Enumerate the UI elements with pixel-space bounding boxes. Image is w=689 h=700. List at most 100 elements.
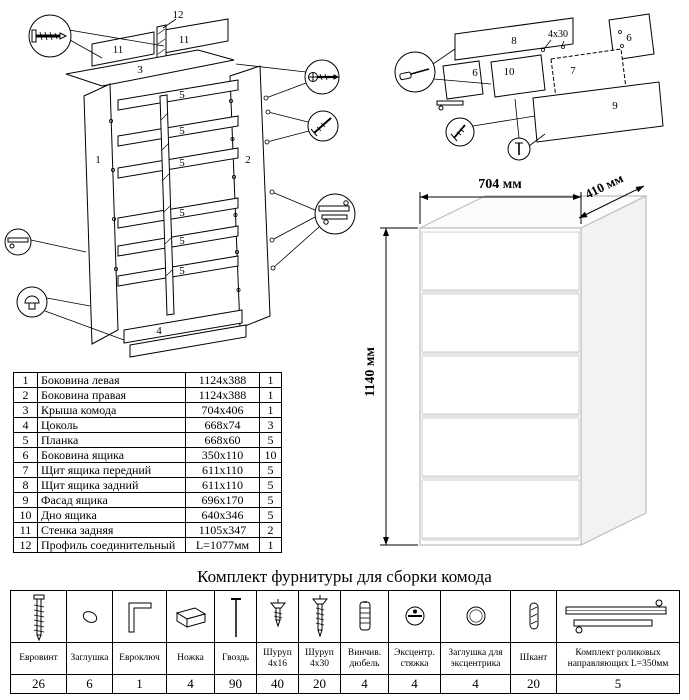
part-qty: 5	[259, 462, 282, 478]
hardware-qty: 20	[510, 674, 557, 694]
top-panel	[65, 49, 235, 87]
part-name: Щит ящика передний	[37, 462, 186, 478]
screw-in-dowel-icon	[359, 600, 370, 630]
part-label: 5	[179, 125, 185, 137]
hardware-icon-cell	[112, 590, 167, 643]
cam-cap-icon	[466, 606, 485, 625]
part-number: 3	[13, 402, 38, 418]
hardware-name: Шуруп 4x30	[298, 642, 341, 675]
cap-icon	[24, 295, 40, 310]
hardware-icon-cell	[66, 590, 113, 643]
part-name: Профиль соединительный	[37, 537, 186, 553]
drawer-slide-icon-small	[7, 237, 29, 249]
screw-icon-small	[515, 142, 523, 155]
part-label: 12	[173, 9, 184, 21]
part-size: 1124x388	[185, 387, 260, 403]
nail-icon	[230, 597, 241, 637]
hardware-name: Винчив. дюбель	[340, 642, 389, 675]
part-qty: 3	[259, 417, 282, 433]
part-number: 5	[13, 432, 38, 448]
phillips-screw-icon	[308, 72, 340, 82]
part-qty: 1	[259, 537, 282, 553]
hardware-name: Евровинт	[10, 642, 67, 675]
plinth-panel	[123, 309, 243, 344]
drawer-front	[421, 417, 580, 477]
drawer-slides-icon	[565, 599, 667, 633]
hardware-name: Эксцентр. стяжка	[388, 642, 441, 675]
hardware-icon-cell	[298, 590, 341, 643]
part-size: 696x170	[185, 492, 260, 508]
hardware-name: Шкант	[510, 642, 557, 675]
screw-4x30-icon	[311, 594, 328, 638]
drawer-bottom	[490, 54, 546, 98]
part-number: 9	[13, 492, 38, 508]
part-label: 1	[95, 154, 101, 166]
part-number: 4	[13, 417, 38, 433]
hardware-qty: 6	[66, 674, 113, 694]
part-label: 3	[137, 64, 143, 76]
hardware-name: Заглушка	[66, 642, 113, 675]
drawer-front	[421, 479, 580, 539]
foot-icon	[175, 606, 206, 628]
part-name: Цоколь	[37, 417, 186, 433]
part-name: Фасад ящика	[37, 492, 186, 508]
drawer-back-panel	[454, 17, 574, 61]
hardware-name: Шуруп 4x16	[256, 642, 299, 675]
plank	[117, 115, 239, 147]
hardware-qty: 26	[10, 674, 67, 694]
part-label: 8	[511, 35, 517, 47]
part-name: Боковина ящика	[37, 447, 186, 463]
exploded-view-diagram: 12 11 11 3 1 2 5 5 5 5 5 5 4	[4, 9, 356, 358]
chest-side-face	[580, 195, 647, 546]
hardware-qty: 4	[388, 674, 441, 694]
euroscrew-icon	[31, 29, 68, 43]
part-number: 10	[13, 507, 38, 523]
part-qty: 5	[259, 507, 282, 523]
screw-4x16-icon	[269, 598, 286, 628]
hardware-name: Комплект роликовых направляющих L=350мм	[556, 642, 680, 675]
screw-icon	[450, 124, 466, 142]
hardware-qty: 40	[256, 674, 299, 694]
part-qty: 1	[259, 387, 282, 403]
leader-lines	[30, 18, 320, 341]
hardware-icon-cell	[340, 590, 389, 643]
drawer-gap-shadows	[422, 290, 579, 541]
part-size: 704x406	[185, 402, 260, 418]
part-number: 8	[13, 477, 38, 493]
drawer-side-right	[608, 13, 655, 61]
drawer-assembly-diagram: 8 4x30 6 6 10 7 9	[394, 13, 664, 161]
part-label: 9	[612, 100, 618, 112]
left-side-panel	[83, 83, 119, 345]
hardware-icon-cell	[440, 590, 511, 643]
hardware-icon-cell	[556, 590, 680, 643]
drawer-side-left	[442, 60, 484, 100]
part-name: Крыша комода	[37, 402, 186, 418]
plank	[117, 197, 239, 229]
plinth-panel	[129, 324, 247, 358]
part-label: 4	[156, 325, 162, 337]
hardware-icon-cell	[10, 590, 67, 643]
screwdriver-icon	[399, 68, 430, 81]
part-label: 6	[626, 32, 632, 44]
screw-icon	[310, 117, 332, 137]
dowel-icon	[529, 602, 538, 629]
part-label: 5	[179, 157, 185, 169]
profile-hatching	[157, 28, 174, 277]
euroscrew-icon	[33, 594, 44, 641]
part-qty: 10	[259, 447, 282, 463]
drawer-front	[421, 231, 580, 291]
part-label: 10	[504, 66, 516, 78]
hardware-table: Евровинт Заглушка Евроключ Ножка Гвоздь …	[10, 590, 680, 694]
leader-lines	[432, 48, 546, 147]
